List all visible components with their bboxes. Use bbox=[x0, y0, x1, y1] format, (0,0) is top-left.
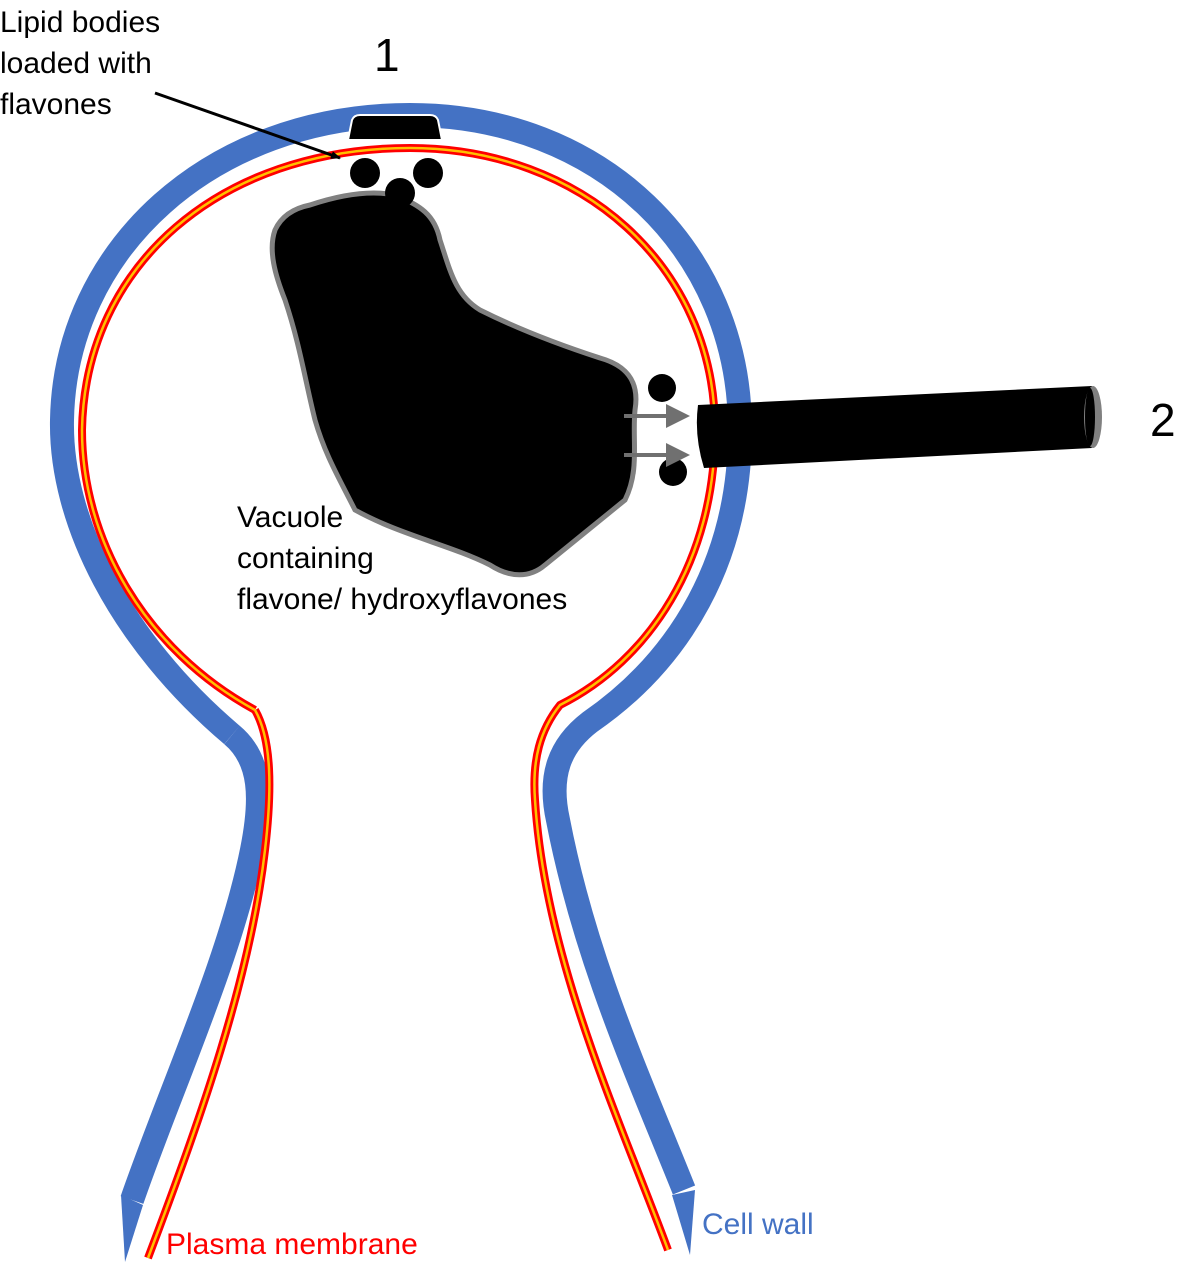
lipid-pointer-arrow bbox=[154, 91, 341, 160]
cell-wall-band-left bbox=[120, 725, 270, 1204]
plasma-membrane-core-left bbox=[146, 709, 271, 1259]
vacuole bbox=[269, 190, 639, 578]
pipette-tip-inner bbox=[1085, 388, 1095, 446]
plasma-membrane-core bbox=[80, 146, 717, 1251]
lipid-body bbox=[385, 178, 415, 208]
lipid-body bbox=[648, 374, 676, 402]
lipid-body bbox=[413, 158, 443, 188]
marker-1-label: 1 bbox=[374, 29, 400, 81]
cuticle-cap bbox=[346, 114, 444, 141]
pipette bbox=[696, 386, 1092, 468]
cell-wall-label: Cell wall bbox=[702, 1208, 814, 1241]
cell-wall-band bbox=[49, 102, 753, 1195]
cell-wall-left-end bbox=[121, 1195, 143, 1262]
lipid-bodies-label: Lipid bodies loaded with flavones bbox=[0, 6, 161, 121]
lipid-body bbox=[659, 458, 687, 486]
lipid-body bbox=[350, 158, 380, 188]
plasma-membrane-label: Plasma membrane bbox=[166, 1228, 418, 1261]
vacuole-label: Vacuole containing flavone/ hydroxyflavo… bbox=[237, 501, 568, 616]
cell-wall-right-end bbox=[672, 1190, 695, 1255]
marker-2-label: 2 bbox=[1150, 394, 1176, 446]
